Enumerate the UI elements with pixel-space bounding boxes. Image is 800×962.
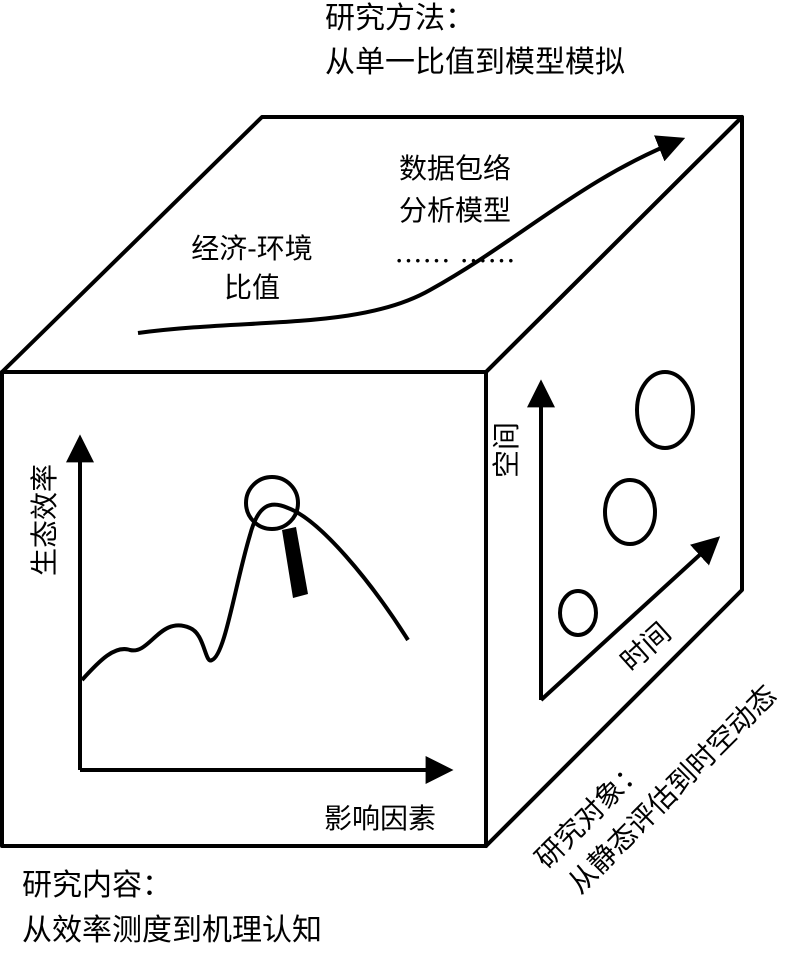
method-trend-curve: [137, 135, 686, 335]
method-title: 研究方法：: [325, 1, 475, 36]
cube: [0, 115, 744, 848]
object-y-axis-label: 空间: [490, 422, 523, 478]
object-medium-circle: [603, 478, 657, 546]
magnifier-lens: [244, 475, 300, 531]
method-ellipsis: …… ……: [395, 236, 516, 269]
cube-side-face: [484, 115, 744, 848]
content-subtitle: 从效率测度到机理认知: [22, 913, 322, 948]
content-y-axis-label: 生态效率: [28, 464, 61, 576]
method-early-label-2: 比值: [224, 271, 280, 304]
object-large-circle: [635, 370, 695, 450]
method-late-label-2: 分析模型: [399, 194, 511, 227]
object-small-circle: [558, 589, 598, 637]
magnifier-handle: [282, 527, 308, 598]
efficiency-curve: [80, 502, 410, 682]
cube-front-face: [0, 370, 488, 848]
method-early-label-1: 经济-环境: [191, 232, 312, 265]
content-title: 研究内容：: [22, 868, 172, 903]
content-x-axis-label: 影响因素: [324, 802, 436, 835]
method-subtitle: 从单一比值到模型模拟: [325, 45, 625, 80]
object-chart: [527, 370, 721, 702]
method-late-label-1: 数据包络: [399, 152, 511, 185]
cube-top-face: [0, 115, 744, 374]
content-chart: [66, 434, 454, 784]
object-x-axis: [539, 536, 721, 702]
